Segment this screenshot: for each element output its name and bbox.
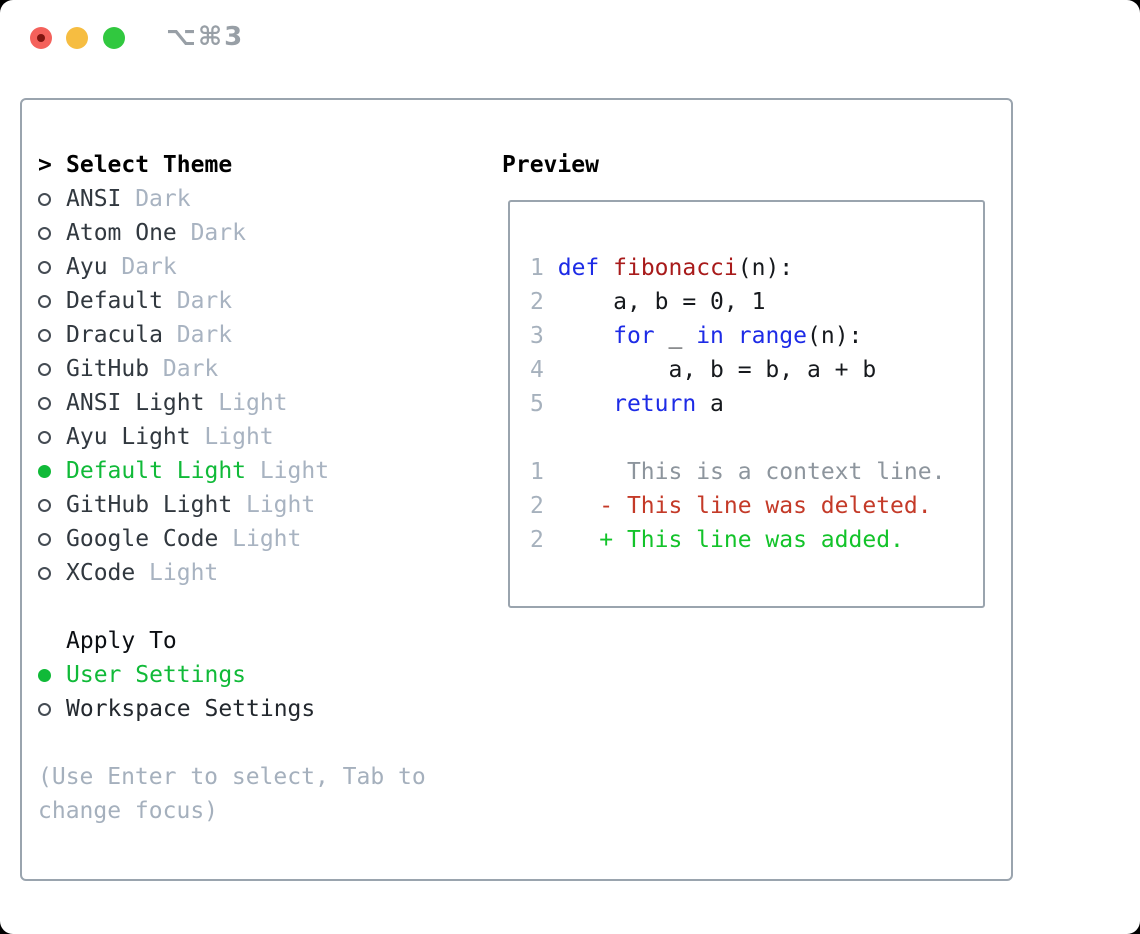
theme-option-xcode-light[interactable]: XCode Light <box>38 556 426 590</box>
preview-pane: 1 def fibonacci(n): 2 a, b = 0, 1 3 for _ … <box>508 200 985 608</box>
radio-circle-icon <box>38 464 51 478</box>
radio-circle-icon <box>38 226 51 240</box>
theme-name: Default <box>66 288 163 314</box>
spacer <box>38 726 426 760</box>
spacer <box>38 590 426 624</box>
close-button[interactable] <box>30 27 52 49</box>
theme-variant: Light <box>149 560 219 586</box>
code-line: 1 def fibonacci(n): <box>530 255 794 281</box>
titlebar: ⌥⌘3 <box>0 0 1140 70</box>
theme-name: XCode <box>66 560 136 586</box>
apply-option-workspace-settings[interactable]: Workspace Settings <box>38 692 426 726</box>
theme-option-ansi-dark[interactable]: ANSI Dark <box>38 182 426 216</box>
window-title-shortcut: ⌥⌘3 <box>166 22 245 52</box>
unsaved-dot-icon <box>37 34 45 42</box>
radio-circle-icon <box>38 430 51 444</box>
code-line: 2 a, b = 0, 1 <box>530 289 766 315</box>
theme-name: GitHub Light <box>66 492 233 518</box>
code-line: 2 + This line was added. <box>530 527 904 553</box>
radio-circle-icon <box>38 532 51 546</box>
theme-name: Default Light <box>66 458 247 484</box>
radio-circle-icon <box>38 566 51 580</box>
theme-variant: Dark <box>176 322 233 348</box>
theme-variant: Light <box>232 526 302 552</box>
theme-name: Ayu Light <box>66 424 191 450</box>
code-line: 3 for _ in range(n): <box>530 323 863 349</box>
theme-list-header: Select Theme <box>66 152 233 178</box>
theme-variant: Dark <box>190 220 246 246</box>
radio-circle-icon <box>38 362 51 376</box>
theme-name: Google Code <box>66 526 219 552</box>
theme-option-dracula-dark[interactable]: Dracula Dark <box>38 318 426 352</box>
theme-name: Atom One <box>66 220 177 246</box>
radio-circle-icon <box>38 498 51 512</box>
theme-name: GitHub <box>66 356 150 382</box>
code-line <box>530 421 945 455</box>
theme-variant: Dark <box>121 254 177 280</box>
hint-text-line2: change focus) <box>38 798 219 824</box>
minimize-button[interactable] <box>66 27 88 49</box>
radio-circle-icon <box>38 702 51 716</box>
code-line: 4 a, b = b, a + b <box>530 357 877 383</box>
theme-option-ayu-light-light[interactable]: Ayu Light Light <box>38 420 426 454</box>
theme-option-atom-one-dark[interactable]: Atom One Dark <box>38 216 426 250</box>
code-line: 2 - This line was deleted. <box>530 493 932 519</box>
theme-variant: Dark <box>176 288 233 314</box>
theme-option-ansi-light-light[interactable]: ANSI Light Light <box>38 386 426 420</box>
theme-name: Dracula <box>66 322 163 348</box>
theme-option-github-dark[interactable]: GitHub Dark <box>38 352 426 386</box>
hint-text-line1: (Use Enter to select, Tab to <box>38 764 426 790</box>
theme-option-default-light-light[interactable]: Default Light Light <box>38 454 426 488</box>
theme-variant: Light <box>218 390 288 416</box>
preview-header: Preview <box>502 152 599 178</box>
apply-to-header-row: Apply To <box>38 624 426 658</box>
apply-to-header: Apply To <box>66 628 177 654</box>
apply-option-user-settings[interactable]: User Settings <box>38 658 426 692</box>
apply-option-label: Workspace Settings <box>66 696 316 722</box>
theme-option-ayu-dark[interactable]: Ayu Dark <box>38 250 426 284</box>
theme-list-header-row: > Select Theme <box>38 148 426 182</box>
theme-option-default-dark[interactable]: Default Dark <box>38 284 426 318</box>
radio-circle-icon <box>38 260 51 274</box>
theme-variant: Dark <box>135 186 191 212</box>
radio-circle-icon <box>38 328 51 342</box>
theme-name: ANSI <box>66 186 122 212</box>
radio-circle-icon <box>38 668 51 682</box>
code-line: 1 This is a context line. <box>530 459 946 485</box>
focus-caret-icon: > <box>38 152 52 178</box>
radio-circle-icon <box>38 192 51 206</box>
code-preview: 1 def fibonacci(n): 2 a, b = 0, 1 3 for _ … <box>530 251 945 557</box>
code-line: 5 return a <box>530 391 724 417</box>
theme-option-github-light-light[interactable]: GitHub Light Light <box>38 488 426 522</box>
theme-variant: Light <box>204 424 274 450</box>
radio-circle-icon <box>38 396 51 410</box>
theme-name: ANSI Light <box>66 390 205 416</box>
theme-variant: Light <box>259 458 330 484</box>
zoom-button[interactable] <box>103 27 125 49</box>
theme-variant: Dark <box>162 356 219 382</box>
apply-to-options: User Settings Workspace Settings <box>38 658 426 726</box>
theme-variant: Light <box>245 492 316 518</box>
apply-option-label: User Settings <box>66 662 247 688</box>
theme-name: Ayu <box>66 254 108 280</box>
radio-circle-icon <box>38 294 51 308</box>
theme-option-google-code-light[interactable]: Google Code Light <box>38 522 426 556</box>
